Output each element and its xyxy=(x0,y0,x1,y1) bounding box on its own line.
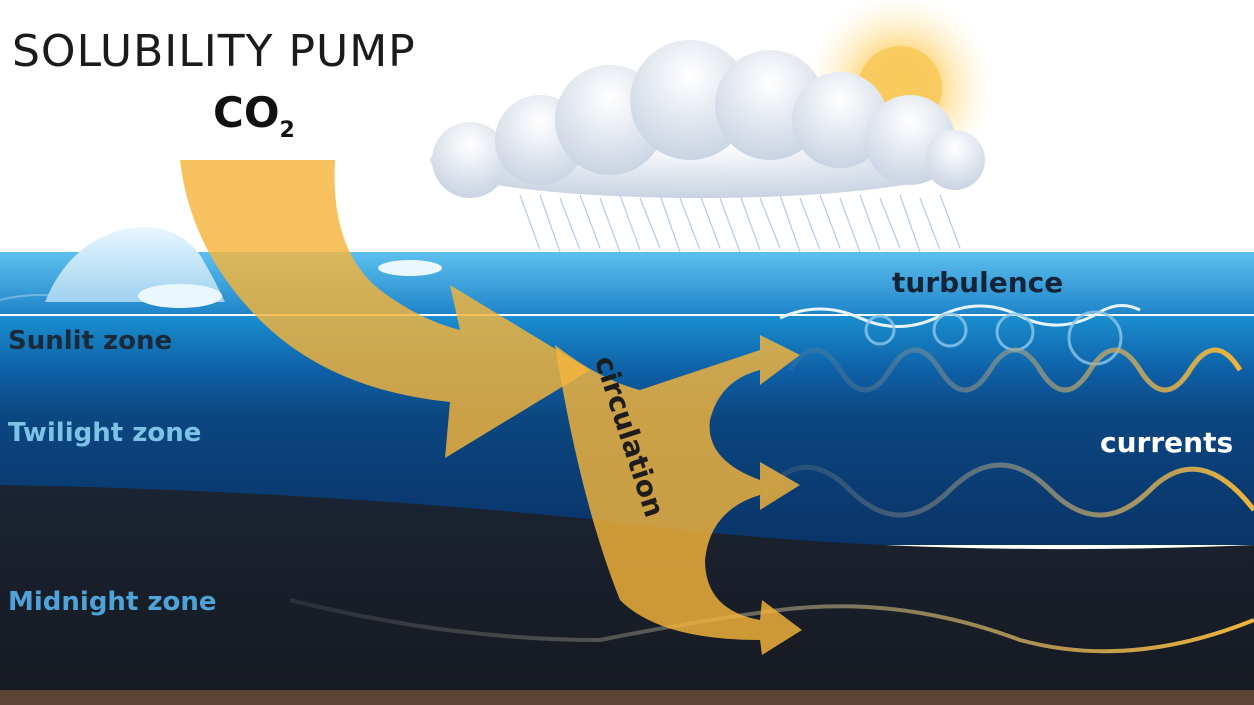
rain xyxy=(519,194,961,253)
current-line-sunlit xyxy=(787,347,1243,393)
seabed xyxy=(0,690,1254,705)
turbulence-label: turbulence xyxy=(892,266,1064,299)
co2-arrow xyxy=(180,160,802,655)
diagram-title: SOLUBILITY PUMP xyxy=(12,26,416,77)
ice-floe xyxy=(138,284,222,308)
cloud xyxy=(430,40,985,198)
currents-label: currents xyxy=(1100,426,1234,459)
twilight-zone-label: Twilight zone xyxy=(8,418,202,448)
current-line-midnight xyxy=(289,598,1254,654)
co2-subscript: 2 xyxy=(279,118,295,143)
co2-main: CO xyxy=(213,88,280,137)
co2-label: CO2 xyxy=(213,88,295,143)
sunlit-zone-label: Sunlit zone xyxy=(8,326,173,356)
midnight-zone-label: Midnight zone xyxy=(8,587,217,617)
iceberg xyxy=(45,227,225,302)
ice-floe xyxy=(378,260,442,276)
current-line-twilight xyxy=(757,462,1254,518)
